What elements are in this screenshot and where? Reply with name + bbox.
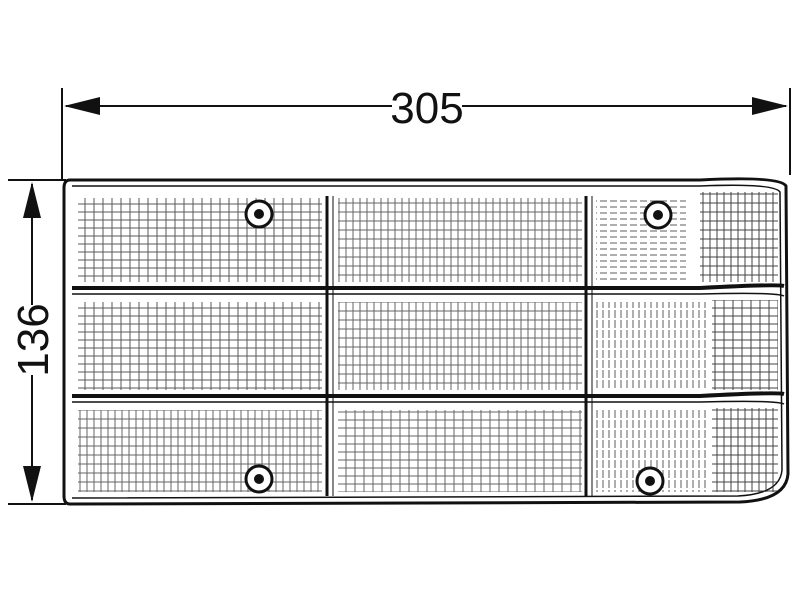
width-dimension: 305 [61,84,791,180]
row-separators [72,283,785,405]
lens-cell-r3-c2 [338,410,582,492]
width-dimension-label: 305 [390,84,463,133]
separator-row-2-edge [72,400,785,405]
screw-icon [244,199,274,229]
separator-row-1-edge [72,292,785,297]
screw-icon [635,466,665,496]
housing-inner-rim [71,184,783,499]
arrowhead-top [23,182,41,218]
arrowhead-right [752,97,788,115]
lens-cell-r2-c2 [338,302,582,390]
lens-cell-r3-c3-outer [712,408,778,492]
mounting-screws [244,199,673,496]
lens-cell-r1-c1 [78,198,322,282]
lens-cell-r2-c3-outer [712,300,778,390]
arrowhead-bottom [23,466,41,502]
screw-icon [244,464,274,494]
column-separators [325,196,593,496]
lens-cell-r1-c2 [338,198,582,282]
arrowhead-left [64,97,100,115]
separator-row-2 [72,391,785,398]
lens-cell-r1-c3-outer [700,192,778,282]
lens-cell-r2-c1 [78,302,322,390]
height-dimension: 136 [8,179,66,505]
screw-icon [643,200,673,230]
lens-cell-r1-c3-inner [596,198,686,282]
lens-cell-r2-c3-inner [596,302,706,390]
height-dimension-label: 136 [9,303,58,376]
separator-row-1 [72,283,785,290]
lens-cells [78,192,778,492]
lens-cell-r3-c1 [78,410,322,492]
